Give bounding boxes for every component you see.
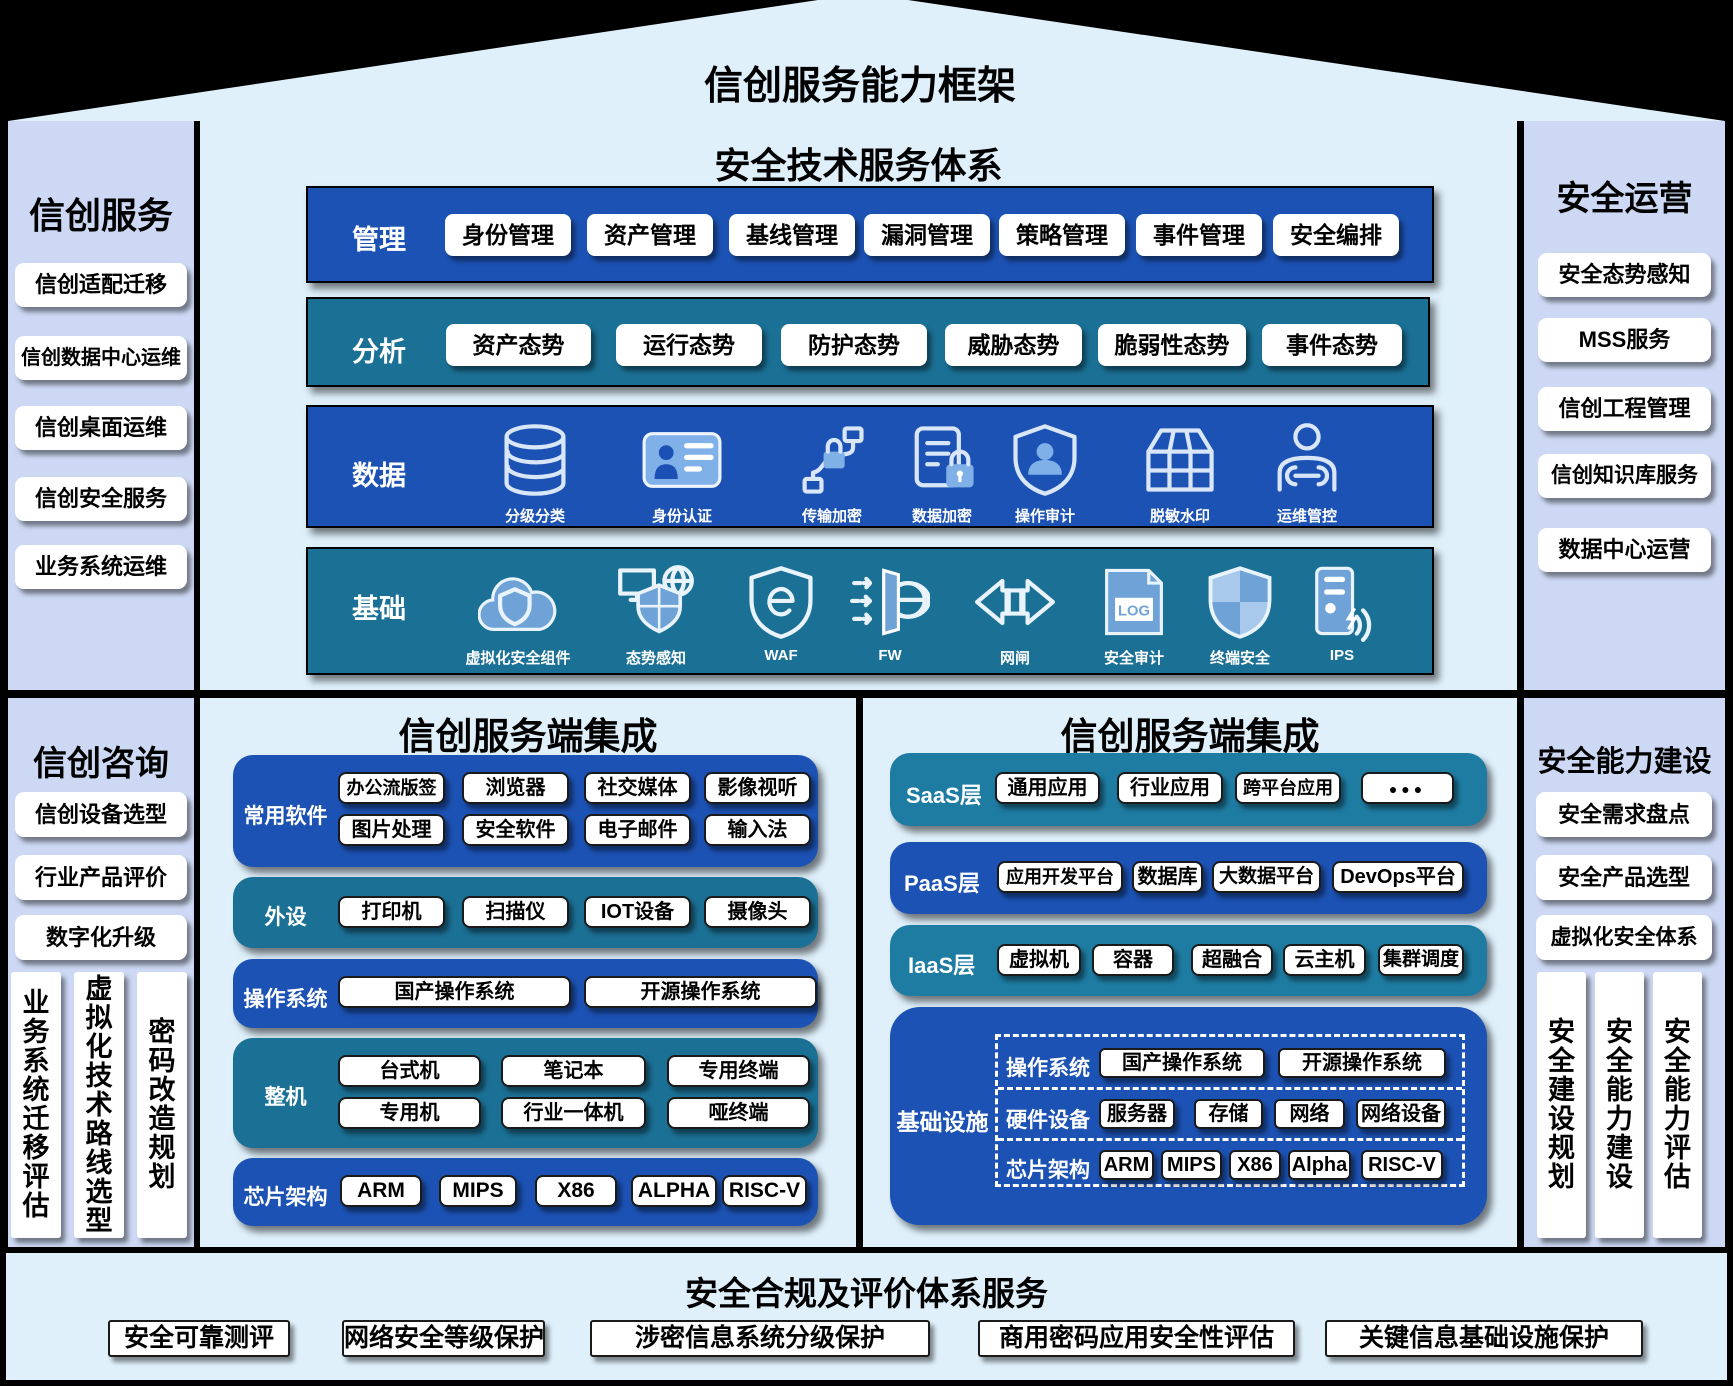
svg-text:LOG: LOG [1118,604,1150,620]
